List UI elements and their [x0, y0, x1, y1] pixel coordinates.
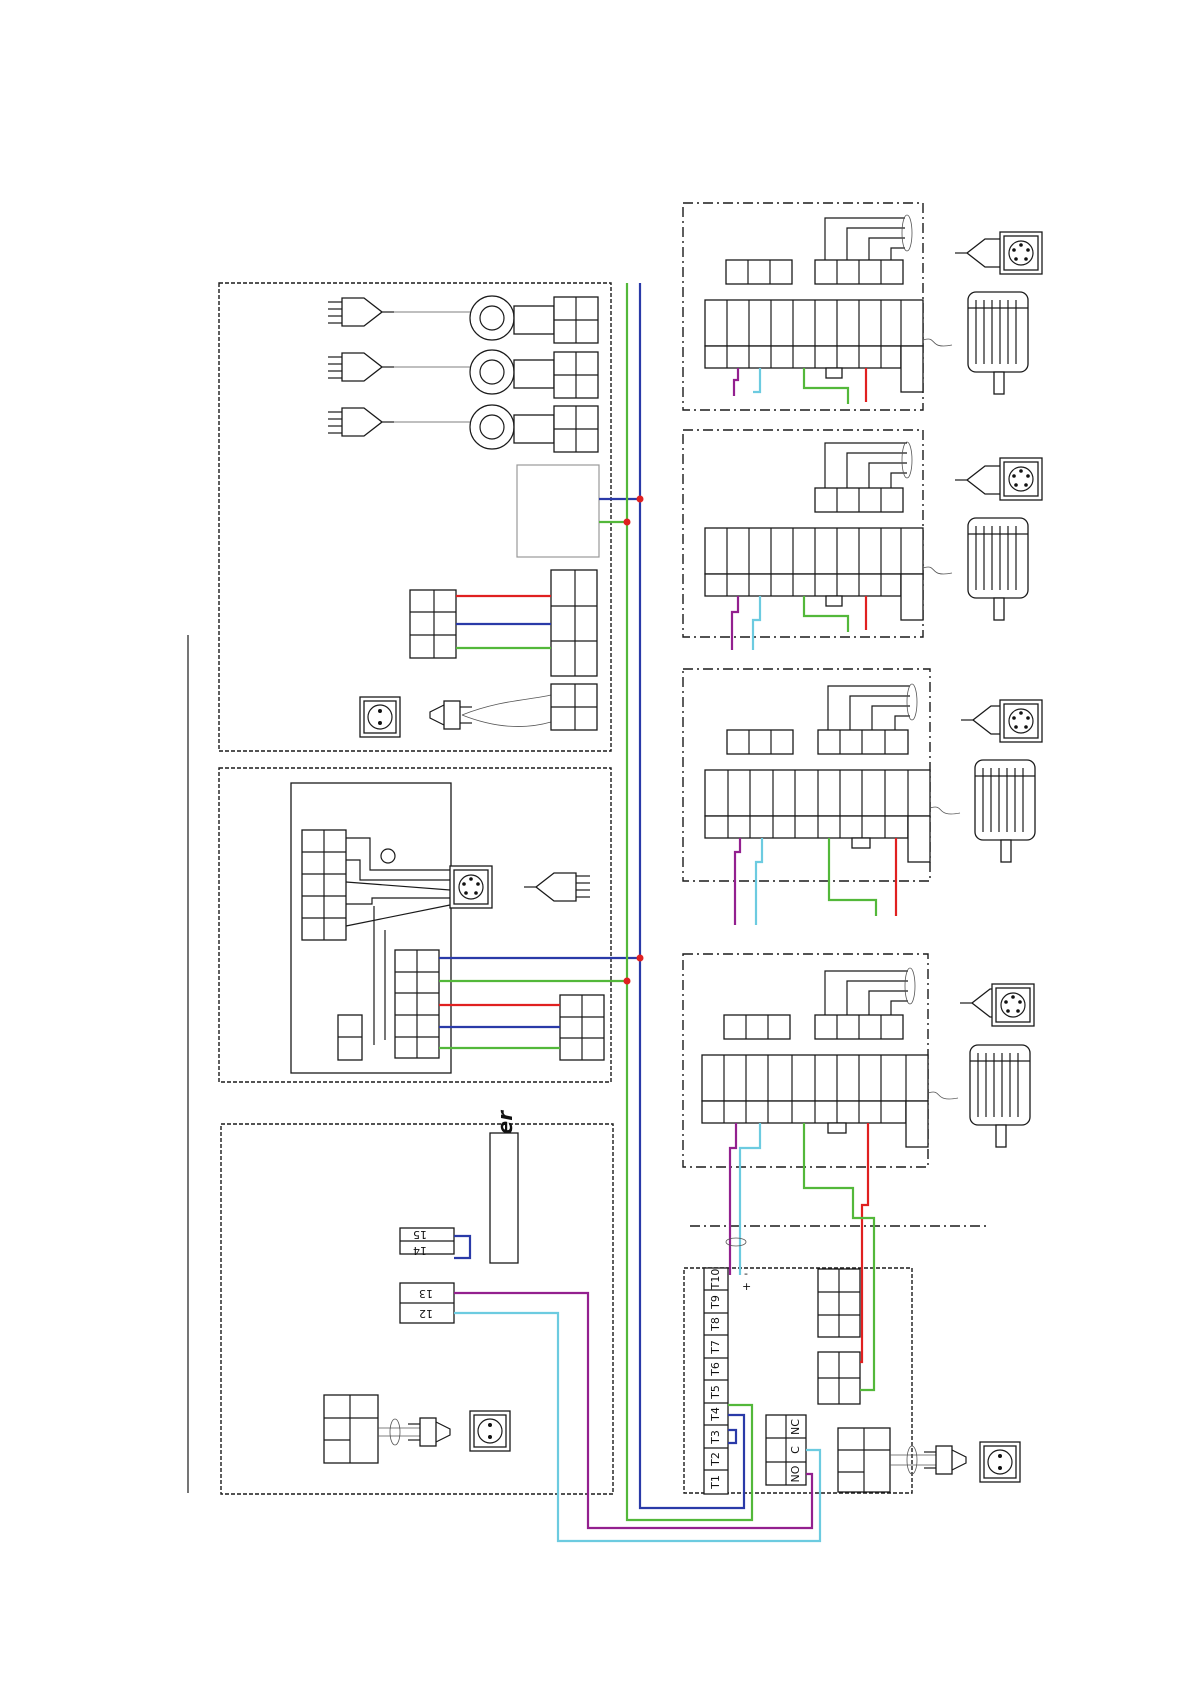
extension-module-2 — [683, 430, 1042, 650]
terminal-T2-label: T2 — [709, 1452, 722, 1467]
controller-board: T10 T9 T8 T7 T6 T5 T4 T3 T2 T1 - + NC C … — [684, 1267, 1020, 1494]
relay-NC-label: NC — [789, 1419, 802, 1435]
extension-module-1 — [683, 203, 1042, 410]
transformer-module — [517, 465, 599, 557]
terminal-14-label: 14 — [413, 1244, 427, 1257]
terminal-T7-label: T7 — [709, 1340, 722, 1355]
sensor-unit-2 — [328, 350, 598, 398]
bus-wires — [439, 283, 874, 1541]
terminal-T4-label: T4 — [709, 1407, 722, 1422]
terminal-T5-label: T5 — [709, 1385, 722, 1400]
terminal-13-label: 13 — [419, 1287, 433, 1300]
relay-NO-label: NO — [789, 1465, 802, 1482]
extension-module-3 — [683, 669, 1042, 925]
terminal-12-label: 12 — [419, 1307, 433, 1320]
polarity-minus: - — [744, 1267, 748, 1280]
left-bottom-panel: Place jumper 15 14 13 12 — [221, 1110, 613, 1494]
left-top-panel — [219, 283, 611, 751]
terminal-T9-label: T9 — [709, 1295, 722, 1310]
terminal-15-label: 15 — [413, 1228, 427, 1241]
terminal-T8-label: T8 — [709, 1317, 722, 1332]
terminal-T6-label: T6 — [709, 1362, 722, 1377]
terminal-T3-label: T3 — [709, 1430, 722, 1445]
left-middle-panel — [219, 768, 611, 1082]
terminal-T10-label: T10 — [709, 1269, 722, 1291]
polarity-plus: + — [742, 1280, 751, 1293]
terminal-T1-label: T1 — [709, 1475, 722, 1490]
supply-terminal-block — [410, 570, 597, 676]
power-inlet-top — [360, 684, 597, 737]
relay-C-label: C — [789, 1446, 802, 1454]
sensor-unit-3 — [328, 405, 598, 452]
sensor-unit-1 — [328, 296, 598, 343]
